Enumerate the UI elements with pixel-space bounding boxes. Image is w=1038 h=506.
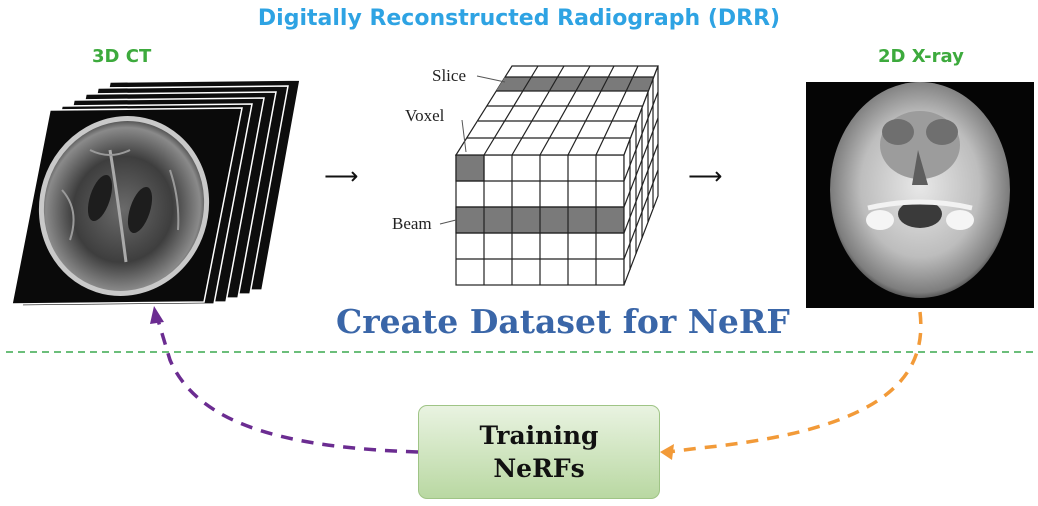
voxel-label: Voxel [405, 106, 445, 125]
ct-label: 3D CT [92, 46, 152, 67]
purple-arrowhead [150, 306, 164, 324]
training-line2: NeRFs [493, 454, 585, 483]
diagram-title: Digitally Reconstructed Radiograph (DRR) [257, 6, 781, 31]
brain-slice [41, 118, 207, 294]
training-nerfs-box: Training NeRFs [418, 405, 660, 499]
purple-arrow [156, 319, 419, 454]
xray-image [806, 82, 1034, 308]
beam-label: Beam [392, 214, 432, 233]
xray-label: 2D X-ray [878, 46, 964, 67]
orange-arrow [667, 311, 923, 454]
training-line1: Training [479, 421, 599, 450]
orange-arrowhead [660, 444, 674, 460]
create-dataset-label: Create Dataset for NeRF [336, 302, 790, 341]
arrow-ct-to-drr: ⟶ [324, 162, 359, 190]
slice-label: Slice [432, 66, 466, 85]
arrow-drr-to-xray: ⟶ [688, 162, 723, 190]
ct-stack [11, 79, 301, 307]
voxel-cube [439, 65, 659, 286]
